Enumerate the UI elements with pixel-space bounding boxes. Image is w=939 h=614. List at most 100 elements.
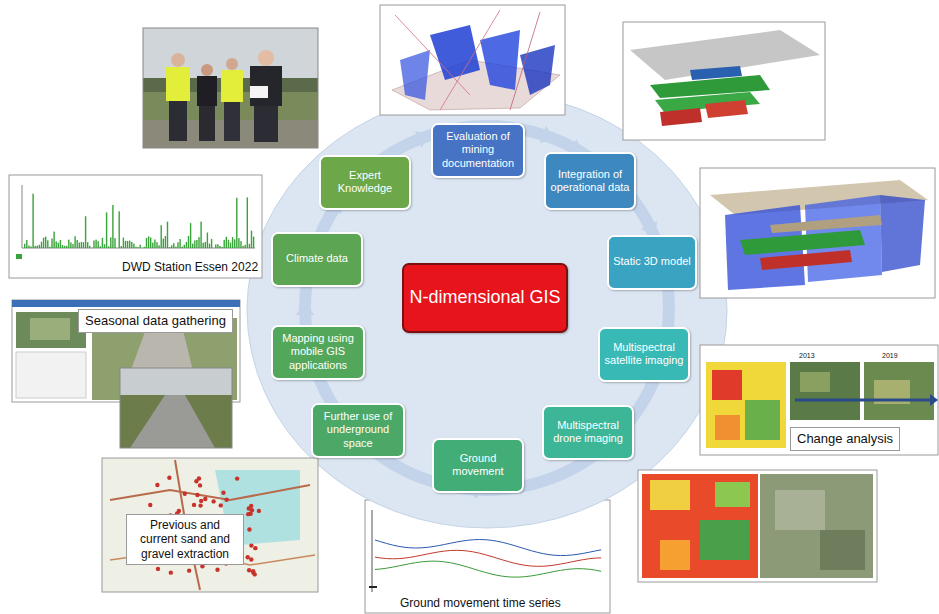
arrowhead <box>540 126 559 148</box>
bar <box>148 236 149 248</box>
bar <box>163 239 164 248</box>
central-box: N-dimensional GIS <box>402 263 568 333</box>
image-label: Ground movement time series <box>398 596 563 610</box>
bar <box>158 245 159 248</box>
bar <box>140 245 141 248</box>
bar <box>60 240 61 248</box>
bar <box>53 232 54 248</box>
bar <box>146 238 147 248</box>
bar <box>93 240 94 248</box>
arrowhead <box>296 301 314 315</box>
box-text: Evaluation of mining documentation <box>433 130 523 170</box>
bar <box>24 244 25 248</box>
bar <box>215 244 216 248</box>
bar <box>106 212 107 248</box>
site-dot <box>219 503 223 507</box>
bar <box>87 242 88 248</box>
bar <box>186 242 187 248</box>
bar <box>253 237 254 248</box>
bar <box>242 246 243 248</box>
series-line <box>375 540 601 556</box>
site-dot <box>183 492 187 496</box>
bar <box>200 222 201 248</box>
bar <box>37 246 38 248</box>
bar <box>85 216 86 248</box>
topic-box: Further use of underground space <box>311 403 405 458</box>
bar <box>182 247 183 248</box>
site-dot <box>211 499 215 503</box>
bar <box>72 244 73 248</box>
bar <box>175 247 176 248</box>
bar <box>156 242 157 248</box>
bar <box>169 247 170 248</box>
bar <box>123 238 124 248</box>
bar <box>205 242 206 248</box>
caption-box: Previous and current sand and gravel ext… <box>126 514 244 565</box>
bar <box>47 240 48 248</box>
change-analysis-view <box>700 345 938 455</box>
site-dot <box>169 570 173 574</box>
topic-box: Integration of operational data <box>544 152 636 210</box>
site-dot <box>249 504 253 508</box>
bar <box>161 225 162 248</box>
bar <box>135 247 136 248</box>
bar <box>26 240 27 248</box>
drone-raster-view <box>638 470 877 582</box>
site-dot <box>194 479 198 483</box>
site-dot <box>224 498 228 502</box>
bar <box>194 240 195 248</box>
bar <box>129 241 130 248</box>
site-dot <box>247 527 251 531</box>
site-dot <box>246 512 250 516</box>
site-dot <box>249 543 253 547</box>
bar <box>152 243 153 248</box>
bar <box>74 236 75 248</box>
bar <box>70 242 71 248</box>
bar <box>226 237 227 248</box>
bar <box>62 245 63 248</box>
bar <box>165 236 166 248</box>
site-dot <box>251 569 255 573</box>
bar <box>171 245 172 248</box>
bar <box>150 237 151 248</box>
mining-3d-view <box>380 5 565 115</box>
bar <box>224 240 225 248</box>
bar <box>209 244 210 248</box>
bar <box>251 231 252 248</box>
site-dot <box>257 509 261 513</box>
bar <box>43 238 44 248</box>
bar <box>179 239 180 248</box>
caption-box: Seasonal data gathering <box>78 309 233 333</box>
bar <box>142 247 143 248</box>
caption-box: Change analysis <box>790 427 900 451</box>
bar <box>114 238 115 248</box>
bar <box>196 240 197 248</box>
topic-box: Multispectral satellite imaging <box>598 327 690 382</box>
bar <box>112 205 113 248</box>
bar <box>119 211 120 248</box>
bar <box>49 247 50 248</box>
bar <box>188 236 189 248</box>
layer-3d-view <box>623 22 825 140</box>
bar <box>35 246 36 248</box>
bar <box>79 242 80 248</box>
site-dot <box>155 483 159 487</box>
bar <box>192 244 193 248</box>
bar <box>28 246 29 248</box>
static-3d-model-view <box>700 168 935 298</box>
bar <box>81 242 82 248</box>
bar <box>240 241 241 248</box>
topic-box: Static 3D model <box>607 235 697 290</box>
bar <box>217 244 218 248</box>
site-dot <box>156 567 160 571</box>
topic-box: Climate data <box>271 232 363 287</box>
bar <box>137 247 138 249</box>
bar <box>203 243 204 248</box>
bar <box>173 243 174 248</box>
series-line <box>375 561 601 577</box>
image-label: 2013 <box>797 352 817 360</box>
bar <box>207 233 208 248</box>
bar <box>177 242 178 248</box>
topic-box: Evaluation of mining documentation <box>431 123 525 178</box>
bar <box>51 239 52 248</box>
